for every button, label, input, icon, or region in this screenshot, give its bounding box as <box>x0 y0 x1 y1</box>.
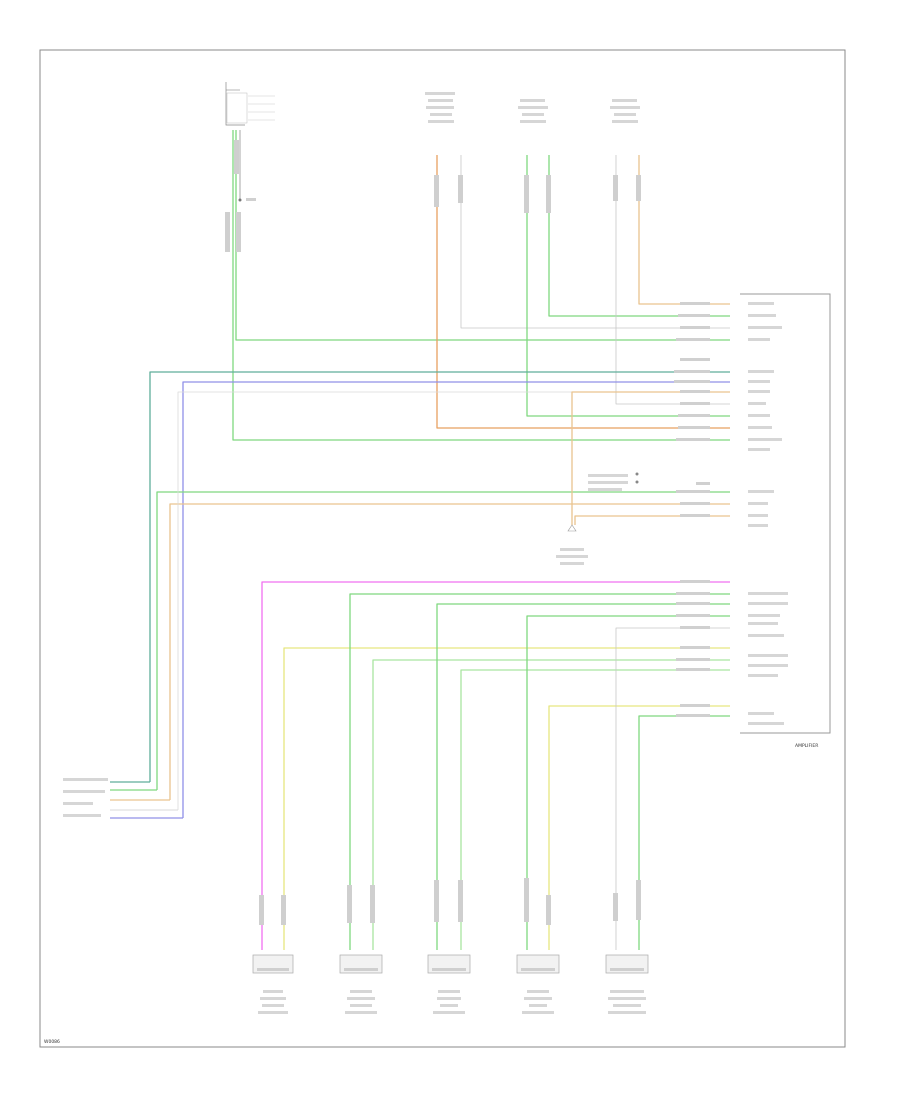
left-junction-connector <box>63 778 183 819</box>
amplifier-label: AMPLIFIER <box>795 743 818 749</box>
wire-tan-ground-2 <box>574 515 730 525</box>
wire-tan-1 <box>638 155 730 305</box>
splice-point <box>238 198 242 202</box>
speaker-left-rear <box>427 954 471 1014</box>
amplifier-outline <box>740 293 831 734</box>
wire-green-2 <box>526 155 730 417</box>
wire-yellow-2 <box>548 705 730 950</box>
wire-green-b5 <box>526 615 730 950</box>
ground-callouts <box>556 472 639 565</box>
wire-green-b1 <box>349 593 730 950</box>
diagram-frame <box>39 49 846 1048</box>
amplifier-pin-labels <box>674 302 710 717</box>
speaker-subwoofer <box>605 954 649 1014</box>
wire-headunit-green-b <box>232 130 730 441</box>
speaker-right-front-door <box>339 954 383 1014</box>
wire-orange <box>436 155 730 429</box>
wire-blue <box>182 381 730 818</box>
top-component-labels <box>425 92 640 123</box>
speakers <box>252 954 649 1014</box>
wire-green-b2 <box>372 659 730 950</box>
speaker-left-front-door <box>252 954 294 1014</box>
wire-green-b3 <box>436 603 730 950</box>
wire-tan-ground <box>571 391 730 525</box>
wire-green-sub <box>638 715 730 950</box>
wire-headunit-green-a <box>235 130 730 341</box>
wire-green-left <box>156 491 730 790</box>
amplifier-function-labels <box>748 302 788 725</box>
wire-green-b4 <box>460 669 730 950</box>
wire-grey-left <box>177 391 730 810</box>
head-unit-connector <box>225 82 275 126</box>
wire-grey-1 <box>460 155 730 329</box>
splice-label <box>246 198 256 201</box>
wire-grey-sub <box>615 627 730 950</box>
wire-yellow-1 <box>283 647 730 950</box>
wire-tan-left <box>169 503 730 800</box>
wire-magenta <box>261 581 730 950</box>
page-code: W0086 <box>44 1039 60 1045</box>
wire-tags <box>225 140 641 925</box>
wire-teal <box>149 371 730 782</box>
wire-grey-2 <box>615 155 730 405</box>
speaker-right-rear <box>516 954 560 1014</box>
